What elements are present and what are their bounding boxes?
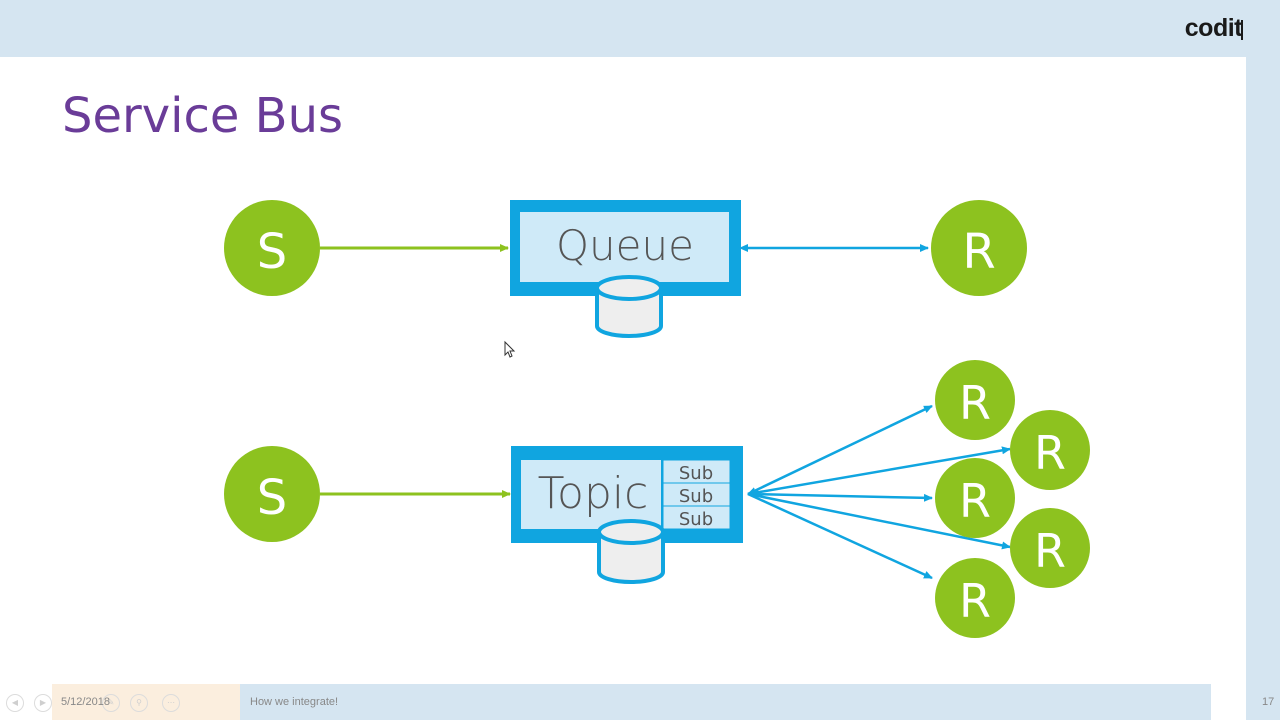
- subscription-list: Sub Sub Sub: [662, 459, 731, 530]
- topic-box: Topic Sub Sub Sub: [511, 446, 743, 543]
- queue-storage-icon: [595, 275, 663, 338]
- footer-band: [52, 684, 1211, 720]
- fanout-arrow-5: [747, 492, 933, 580]
- zoom-icon[interactable]: ⚲: [130, 694, 148, 712]
- queue-sender-node: S: [224, 200, 320, 296]
- pen-icon[interactable]: ✎: [102, 694, 120, 712]
- topic-receiver-label-4: R: [1034, 524, 1066, 578]
- fanout-arrow-3: [747, 492, 933, 502]
- queue-receiver-label: R: [962, 224, 995, 280]
- queue-label: Queue: [556, 221, 694, 270]
- mouse-pointer-icon: [504, 340, 516, 358]
- topic-row: S Topic Sub Sub Sub: [224, 360, 1090, 638]
- topic-receiver-node-5: R: [935, 558, 1015, 638]
- subscription-3-label: Sub: [679, 509, 713, 530]
- fanout-arrow-origin: [747, 487, 759, 496]
- topic-storage-icon: [597, 519, 665, 584]
- header-band: [0, 0, 1280, 57]
- topic-receiver-node-3: R: [935, 458, 1015, 538]
- next-icon[interactable]: ▶: [34, 694, 52, 712]
- subscription-1-label: Sub: [679, 463, 713, 484]
- fanout-arrow-1: [747, 404, 933, 496]
- queue-row: S Queue R: [224, 200, 1027, 338]
- topic-label: Topic: [538, 468, 649, 519]
- queue-box: Queue: [510, 200, 741, 296]
- logo-cursor-bar: [1241, 20, 1243, 40]
- footer-text: How we integrate!: [250, 696, 339, 708]
- queue-sender-label: S: [257, 224, 287, 280]
- topic-receiver-label-5: R: [959, 574, 991, 628]
- side-band: [1246, 57, 1280, 720]
- topic-fanout-arrows: [747, 404, 1011, 580]
- topic-receiver-node-4: R: [1010, 508, 1090, 588]
- slide-title: Service Bus: [62, 88, 344, 144]
- fanout-arrow-4: [747, 492, 1011, 550]
- topic-sender-node: S: [224, 446, 320, 542]
- page-number: 17: [1262, 696, 1275, 708]
- fanout-arrow-2: [747, 446, 1011, 496]
- topic-receiver-node-1: R: [935, 360, 1015, 440]
- more-icon[interactable]: ⋯: [162, 694, 180, 712]
- topic-sender-label: S: [257, 470, 287, 526]
- company-logo: codit: [1184, 14, 1243, 42]
- topic-receiver-label-2: R: [1034, 426, 1066, 480]
- footer-date: 5/12/2018: [61, 696, 110, 708]
- subscription-2-label: Sub: [679, 486, 713, 507]
- topic-receiver-node-2: R: [1010, 410, 1090, 490]
- topic-receiver-label-3: R: [959, 474, 991, 528]
- previous-icon[interactable]: ◀: [6, 694, 24, 712]
- queue-receiver-node: R: [931, 200, 1027, 296]
- topic-receiver-label-1: R: [959, 376, 991, 430]
